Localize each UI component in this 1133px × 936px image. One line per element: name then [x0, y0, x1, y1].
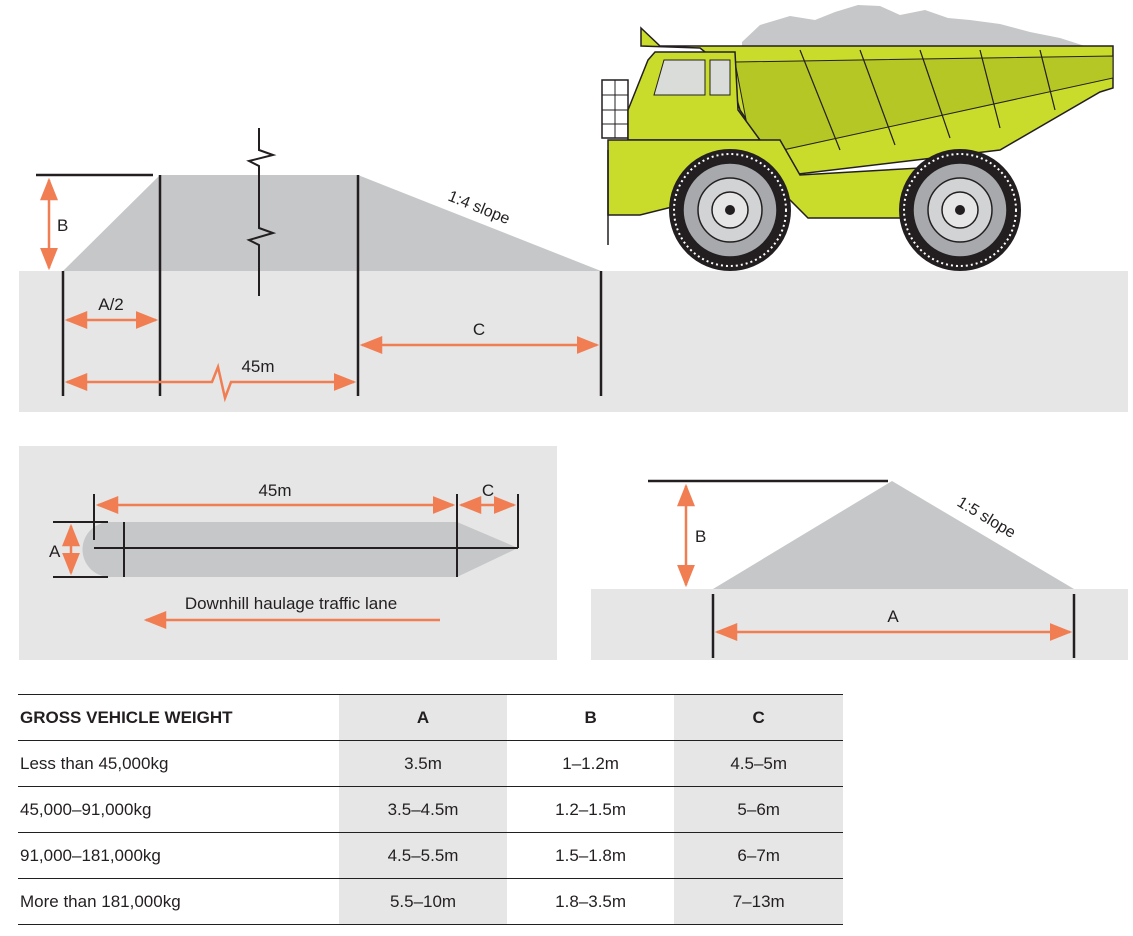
- cell-b: 1.5–1.8m: [506, 832, 675, 879]
- plan-view: 45m C A Downhill haulage traffic lane: [19, 446, 557, 660]
- table-header-row: GROSS VEHICLE WEIGHT A B C: [18, 694, 843, 741]
- truck-cab-window: [653, 59, 706, 96]
- plan-label-c: C: [482, 481, 494, 500]
- berm-ground: [591, 589, 1128, 660]
- table-row: 91,000–181,000kg 4.5–5.5m 1.5–1.8m 6–7m: [18, 832, 843, 879]
- cell-b: 1.8–3.5m: [506, 878, 675, 925]
- cell-weight: 45,000–91,000kg: [18, 786, 340, 833]
- 45m-dimension-arrow: [64, 362, 357, 403]
- haul-truck-illustration: [601, 5, 1114, 271]
- header-a: A: [339, 694, 507, 741]
- side-ground: [19, 271, 1128, 412]
- cell-weight: More than 181,000kg: [18, 878, 340, 925]
- plan-label-a: A: [49, 542, 61, 561]
- plan-ramp-shape: [82, 522, 518, 577]
- plan-label-45m: 45m: [258, 481, 291, 500]
- side-label-b: B: [57, 216, 68, 235]
- truck-rear-wheel: [899, 149, 1021, 271]
- cell-a: 5.5–10m: [339, 878, 507, 925]
- header-b: B: [506, 694, 675, 741]
- side-ramp-mound: [63, 175, 601, 271]
- side-label-45m: 45m: [241, 357, 274, 376]
- break-symbol: [246, 128, 277, 296]
- berm-label-b: B: [695, 527, 706, 546]
- cell-weight: Less than 45,000kg: [18, 740, 340, 787]
- side-label-a-half: A/2: [98, 295, 124, 314]
- header-gross-vehicle-weight: GROSS VEHICLE WEIGHT: [18, 694, 340, 741]
- berm-view: B A 1:5 slope: [591, 479, 1128, 660]
- escape-ramp-diagram: B A/2 45m C 1:4 slope: [19, 5, 1128, 660]
- table-row: 45,000–91,000kg 3.5–4.5m 1.2–1.5m 5–6m: [18, 786, 843, 833]
- table-row: More than 181,000kg 5.5–10m 1.8–3.5m 7–1…: [18, 878, 843, 925]
- cell-c: 7–13m: [674, 878, 843, 925]
- truck-load: [742, 5, 1085, 46]
- cell-c: 6–7m: [674, 832, 843, 879]
- side-view: B A/2 45m C 1:4 slope: [19, 128, 1128, 412]
- truck-front-wheel: [669, 149, 791, 271]
- plan-lane-label: Downhill haulage traffic lane: [185, 594, 397, 613]
- header-c: C: [674, 694, 843, 741]
- cell-a: 4.5–5.5m: [339, 832, 507, 879]
- side-label-c: C: [473, 320, 485, 339]
- cell-c: 5–6m: [674, 786, 843, 833]
- berm-mound: [713, 481, 1074, 589]
- table-row: Less than 45,000kg 3.5m 1–1.2m 4.5–5m: [18, 740, 843, 787]
- dimensions-table: GROSS VEHICLE WEIGHT A B C Less than 45,…: [18, 694, 843, 925]
- cell-c: 4.5–5m: [674, 740, 843, 787]
- cell-a: 3.5m: [339, 740, 507, 787]
- cell-weight: 91,000–181,000kg: [18, 832, 340, 879]
- cell-b: 1–1.2m: [506, 740, 675, 787]
- cell-b: 1.2–1.5m: [506, 786, 675, 833]
- cell-a: 3.5–4.5m: [339, 786, 507, 833]
- berm-label-a: A: [887, 607, 899, 626]
